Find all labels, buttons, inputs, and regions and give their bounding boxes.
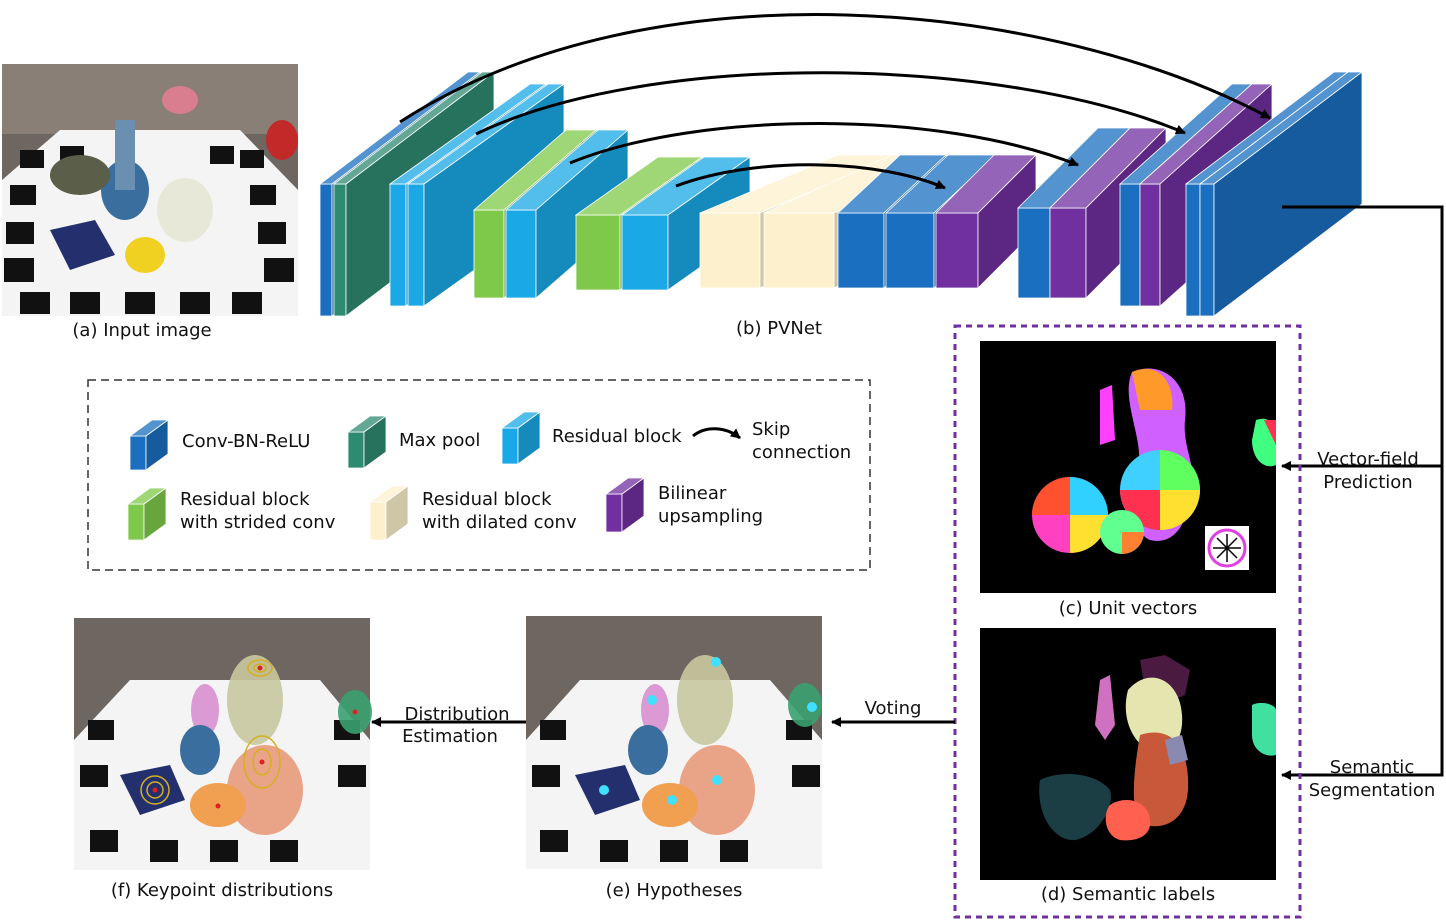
legend [87, 379, 871, 571]
skip-connection-3 [569, 122, 1079, 167]
legend-bilinear-label-1: Bilinear [658, 483, 727, 504]
skip-connections [399, 13, 1271, 190]
caption-semantic-labels: (d) Semantic labels [1041, 884, 1215, 905]
caption-hypotheses: (e) Hypotheses [606, 880, 743, 901]
legend-skip-label-2: connection [752, 442, 851, 463]
output-connector [1281, 205, 1444, 780]
legend-bilinear-label-2: upsampling [658, 506, 763, 527]
skip-connection-1 [399, 13, 1271, 124]
label-vector-field-1: Vector-field [1317, 449, 1419, 470]
caption-unit-vectors: (c) Unit vectors [1059, 598, 1198, 619]
legend-icon-conv [128, 419, 170, 471]
semantic-labels-image [980, 628, 1276, 880]
skip-connection-2 [475, 71, 1186, 136]
input-image [2, 64, 298, 316]
skip-connection-4 [675, 163, 946, 190]
legend-icon-dilated [368, 485, 410, 541]
layer-block-13 [935, 154, 1037, 289]
legend-residual-label: Residual block [552, 426, 682, 447]
legend-icon-maxpool [346, 415, 388, 469]
layer-block-19 [1198, 71, 1364, 317]
label-vector-field-2: Prediction [1323, 472, 1412, 493]
legend-skip-arrow [692, 427, 741, 440]
label-distribution-1: Distribution [404, 704, 509, 725]
hypotheses-image [526, 616, 822, 869]
caption-keypoint-distributions: (f) Keypoint distributions [111, 880, 333, 901]
caption-input-image: (a) Input image [72, 320, 211, 341]
keypoint-distributions-image [74, 618, 372, 870]
legend-icons [126, 411, 646, 541]
label-voting: Voting [865, 698, 922, 719]
legend-icon-bilinear [604, 477, 646, 533]
label-distribution-2: Estimation [402, 726, 498, 747]
unit-vectors-image [980, 341, 1276, 593]
pvnet-network [318, 71, 1364, 317]
label-semantic-2: Segmentation [1309, 780, 1436, 801]
legend-strided-label-1: Residual block [180, 489, 310, 510]
label-semantic-1: Semantic [1330, 757, 1414, 778]
legend-skip-label-1: Skip [752, 419, 790, 440]
legend-icon-strided [126, 487, 168, 541]
legend-strided-label-2: with strided conv [180, 512, 336, 533]
legend-maxpool-label: Max pool [399, 430, 480, 451]
legend-conv-label: Conv-BN-ReLU [182, 431, 310, 452]
caption-pvnet: (b) PVNet [736, 318, 822, 339]
output-group-box [953, 324, 1302, 919]
legend-icon-residual [500, 411, 542, 465]
legend-dilated-label-1: Residual block [422, 489, 552, 510]
legend-dilated-label-2: with dilated conv [422, 512, 577, 533]
